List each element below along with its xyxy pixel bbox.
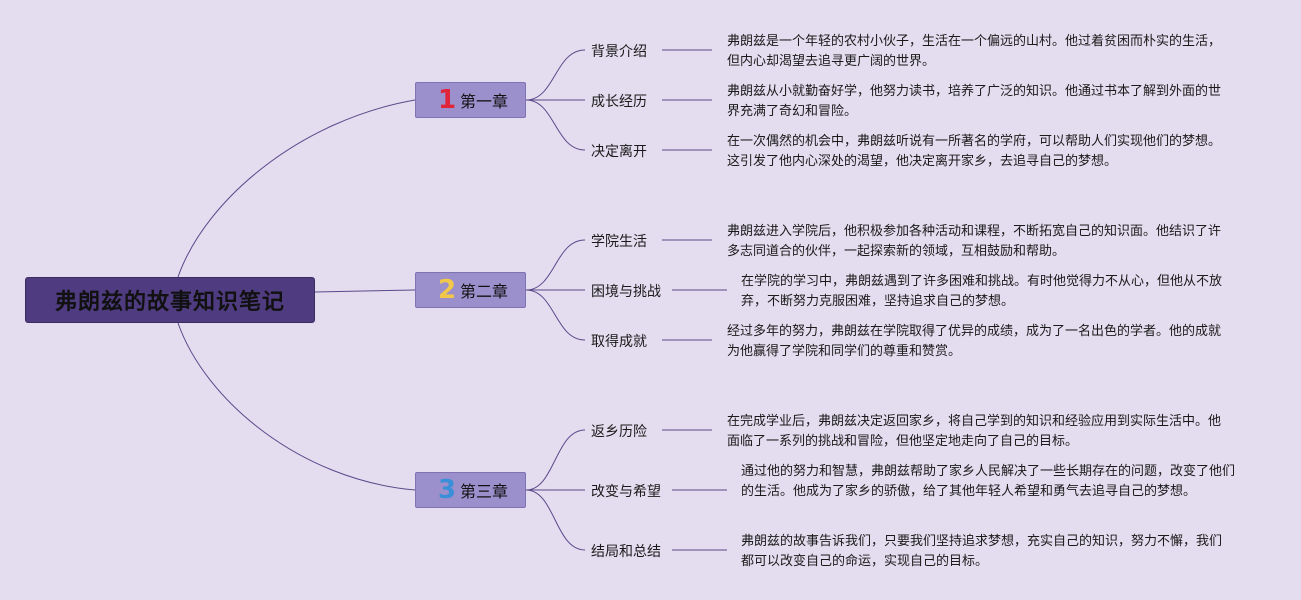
description-2-3: 经过多年的努力，弗朗兹在学院取得了优异的成绩，成为了一名出色的学者。他的成就为他…: [727, 324, 1222, 359]
chapter-label-2: 第二章: [460, 282, 509, 301]
connector-ch3-t1: [525, 429, 586, 491]
topic-2-3[interactable]: 取得成就: [591, 334, 647, 350]
description-1-1: 弗朗兹是一个年轻的农村小伙子，生活在一个偏远的山村。他过着贫困而朴实的生活，但内…: [727, 34, 1222, 69]
connector-ch3-t3: [525, 489, 586, 551]
connector-ch1-t1: [525, 49, 586, 101]
chapter-number-2: 2: [437, 275, 457, 305]
description-3-3: 弗朗兹的故事告诉我们，只要我们坚持追求梦想，充实自己的知识，努力不懈，我们都可以…: [741, 534, 1223, 569]
topic-1-2[interactable]: 成长经历: [591, 94, 647, 110]
description-2-1: 弗朗兹进入学院后，他积极参加各种活动和课程，不断拓宽自己的知识面。他结识了许多志…: [727, 224, 1222, 259]
description-1-3: 在一次偶然的机会中，弗朗兹听说有一所著名的学府，可以帮助人们实现他们的梦想。这引…: [727, 134, 1222, 169]
topic-3-1[interactable]: 返乡历险: [591, 424, 647, 440]
root-node[interactable]: 弗朗兹的故事知识笔记: [25, 277, 315, 323]
topic-1-1[interactable]: 背景介绍: [591, 44, 647, 60]
connector-root-ch1: [177, 99, 416, 278]
connector-ch2-t1: [525, 239, 586, 291]
chapter-label-1: 第一章: [460, 92, 509, 111]
connector-root-ch2: [314, 289, 416, 293]
description-3-1: 在完成学业后，弗朗兹决定返回家乡，将自己学到的知识和经验应用到实际生活中。他面临…: [727, 414, 1222, 449]
topic-2-1[interactable]: 学院生活: [591, 234, 647, 250]
chapter-node-3[interactable]: 3 第三章: [415, 472, 526, 508]
topic-3-2[interactable]: 改变与希望: [591, 484, 661, 500]
topic-3-3[interactable]: 结局和总结: [591, 544, 661, 560]
chapter-node-1[interactable]: 1 第一章: [415, 82, 526, 118]
chapter-number-1: 1: [437, 85, 457, 115]
connector-ch2-t3: [525, 289, 586, 341]
description-2-2: 在学院的学习中，弗朗兹遇到了许多困难和挑战。有时他觉得力不从心，但他从不放弃，不…: [741, 274, 1223, 309]
root-title: 弗朗兹的故事知识笔记: [54, 290, 285, 315]
connector-ch1-t3: [525, 99, 586, 151]
chapter-number-3: 3: [437, 475, 457, 505]
chapter-node-2[interactable]: 2 第二章: [415, 272, 526, 308]
topic-1-3[interactable]: 决定离开: [591, 144, 647, 160]
description-3-2: 通过他的努力和智慧，弗朗兹帮助了家乡人民解决了一些长期存在的问题，改变了他们的生…: [741, 464, 1236, 499]
description-1-2: 弗朗兹从小就勤奋好学，他努力读书，培养了广泛的知识。他通过书本了解到外面的世界充…: [727, 84, 1222, 119]
topic-2-2[interactable]: 困境与挑战: [591, 284, 661, 300]
chapter-label-3: 第三章: [460, 482, 509, 501]
connector-root-ch3: [177, 322, 416, 491]
